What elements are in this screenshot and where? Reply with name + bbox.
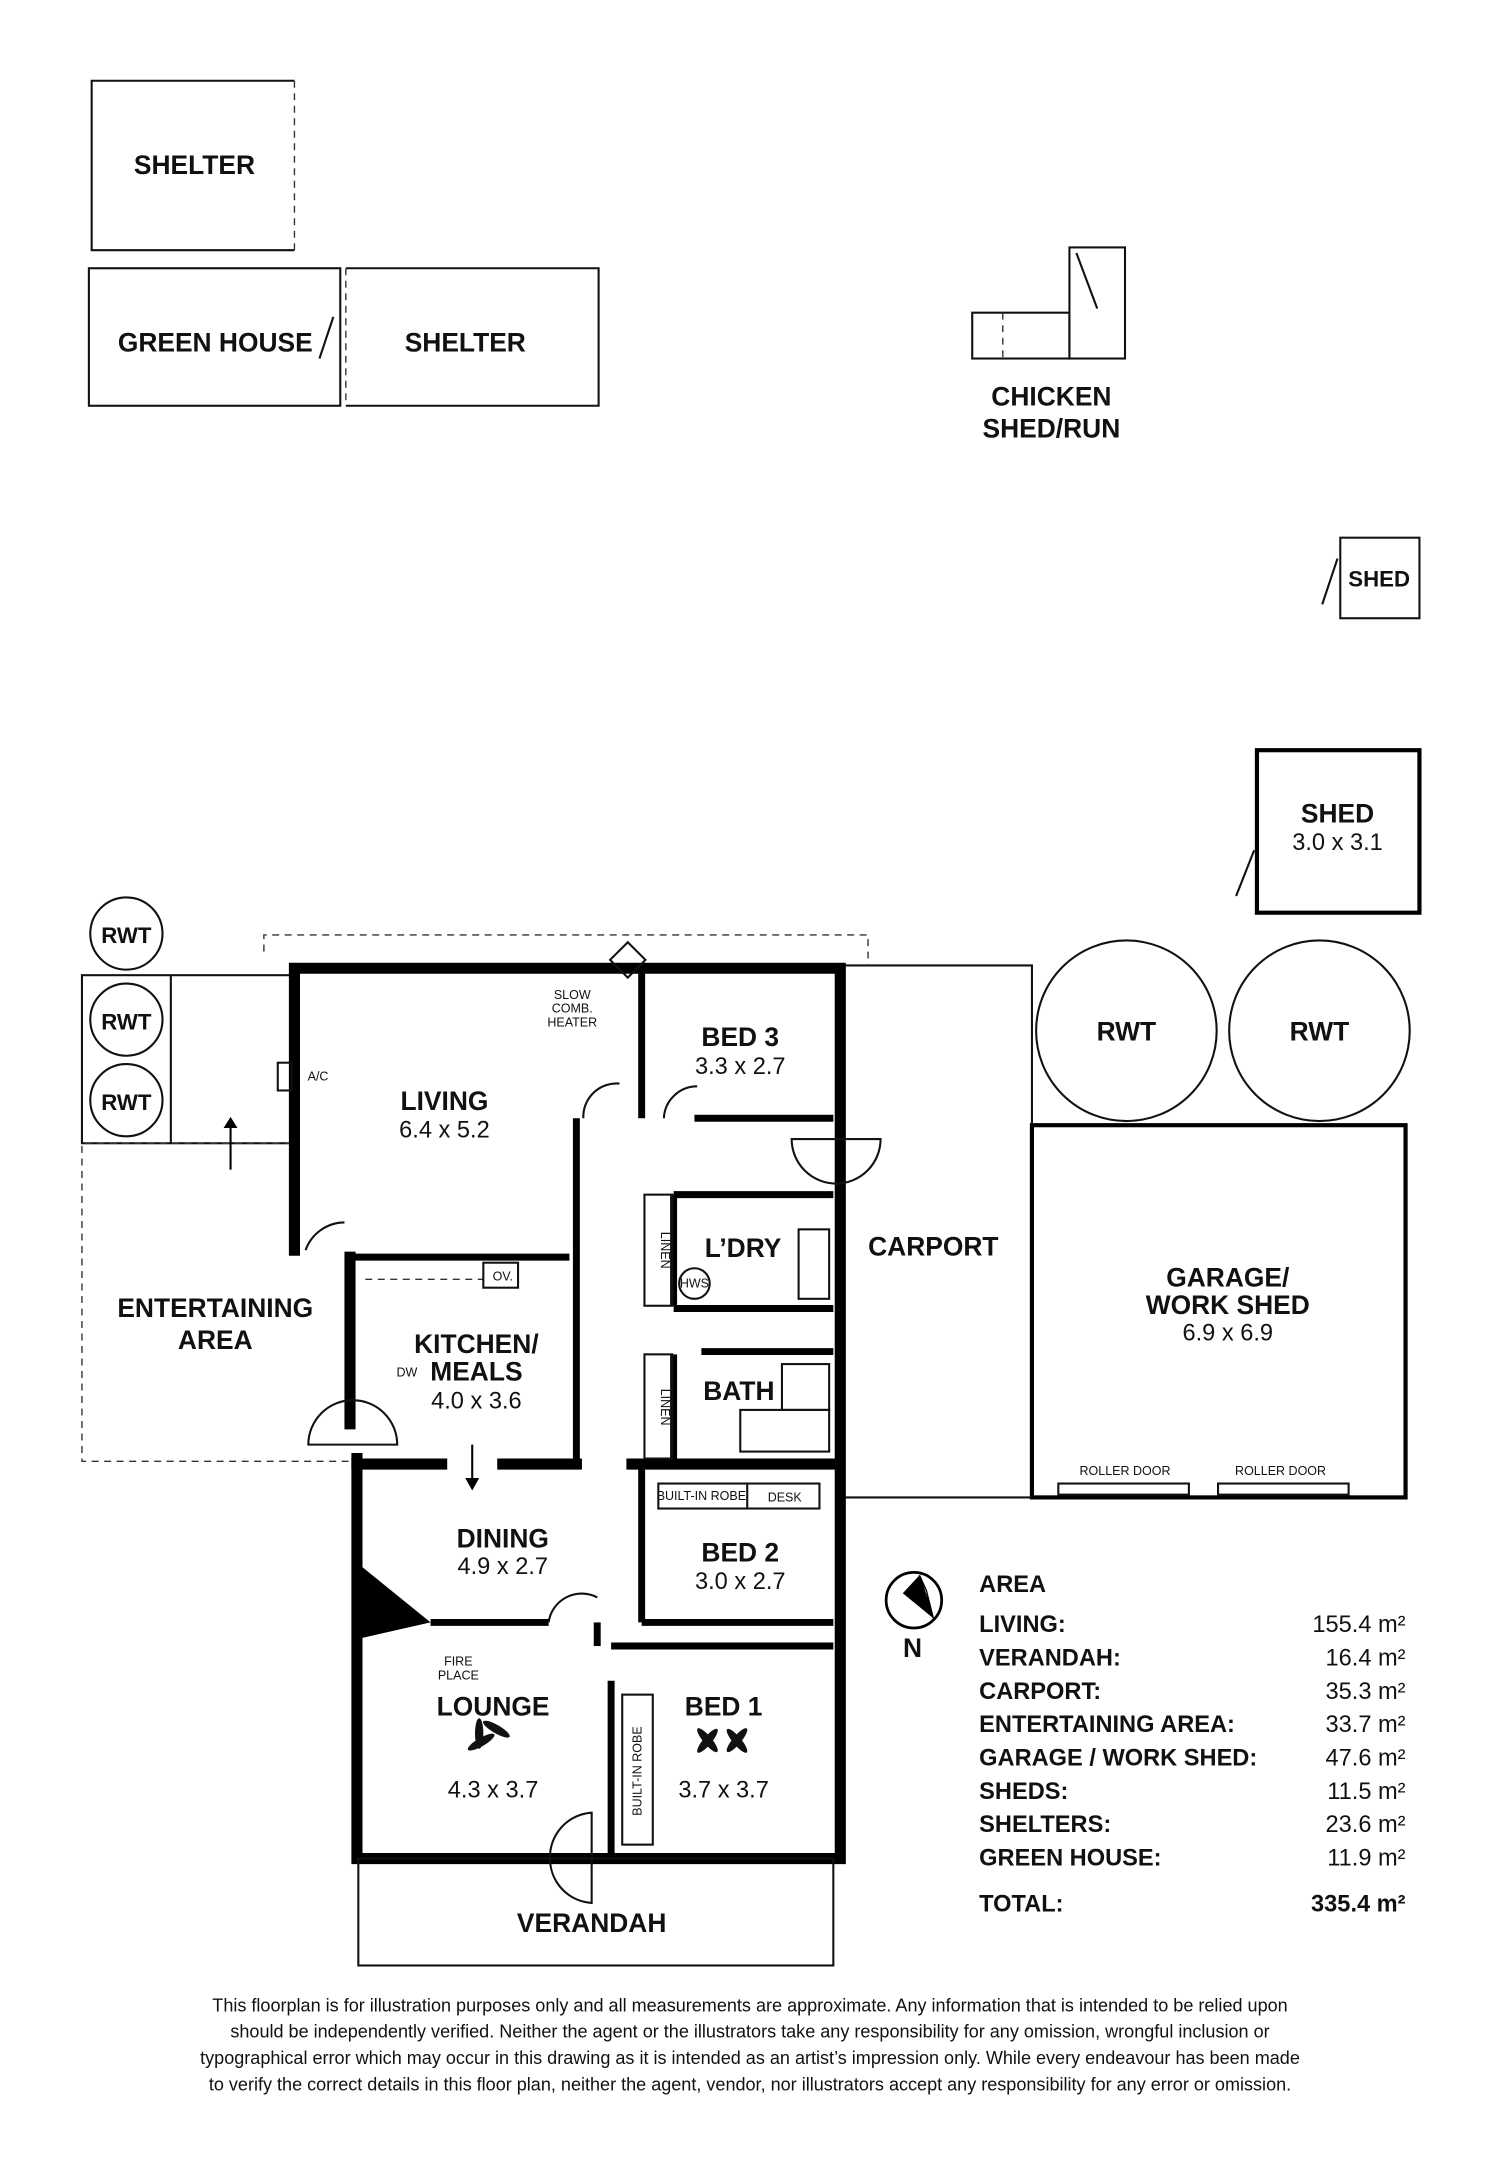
area-row-value: 16.4 m² bbox=[1326, 1645, 1406, 1671]
disclaimer: This floorplan is for illustration purpo… bbox=[200, 1995, 1300, 2094]
disclaimer-line: should be independently verified. Neithe… bbox=[230, 2022, 1269, 2042]
area-row-value: 33.7 m² bbox=[1326, 1712, 1406, 1738]
area-row-label: CARPORT: bbox=[979, 1679, 1101, 1705]
bed2-label: BED 2 bbox=[701, 1537, 779, 1567]
dining-dim: 4.9 x 2.7 bbox=[457, 1554, 548, 1580]
living-label: LIVING bbox=[400, 1086, 488, 1116]
fireplace-label-2: PLACE bbox=[438, 1668, 479, 1682]
area-row-value: 11.9 m² bbox=[1327, 1845, 1405, 1871]
area-row-value: 35.3 m² bbox=[1326, 1679, 1406, 1705]
north-label: N bbox=[903, 1633, 922, 1663]
carport: CARPORT bbox=[843, 964, 1033, 1499]
area-total-label: TOTAL: bbox=[979, 1891, 1063, 1917]
hws-label: HWS bbox=[680, 1277, 709, 1291]
bath-label: BATH bbox=[703, 1376, 774, 1406]
area-row-label: GREEN HOUSE: bbox=[979, 1845, 1161, 1871]
shed-label: SHED bbox=[1348, 566, 1410, 591]
area-row-label: SHELTERS: bbox=[979, 1812, 1111, 1838]
room-labels: LIVING 6.4 x 5.2 SLOW COMB. HEATER A/C B… bbox=[308, 988, 803, 1938]
roller-door-label: ROLLER DOOR bbox=[1235, 1464, 1326, 1478]
rwt-label: RWT bbox=[1290, 1016, 1350, 1046]
heater-label-3: HEATER bbox=[547, 1016, 597, 1030]
green-house: GREEN HOUSE bbox=[87, 267, 342, 407]
chicken-label: CHICKEN bbox=[991, 382, 1111, 412]
ac-label: A/C bbox=[308, 1070, 329, 1084]
robe-label: BUILT-IN ROBE bbox=[631, 1726, 645, 1815]
roller-door-label: ROLLER DOOR bbox=[1080, 1464, 1171, 1478]
bed1-dim: 3.7 x 3.7 bbox=[678, 1777, 769, 1803]
garage-label: GARAGE/ bbox=[1166, 1262, 1290, 1292]
carport-label: CARPORT bbox=[868, 1232, 998, 1262]
small-shed: SHED bbox=[1321, 536, 1421, 620]
dining-label: DINING bbox=[457, 1523, 549, 1553]
bed1-label: BED 1 bbox=[685, 1691, 763, 1721]
house-walls bbox=[276, 940, 882, 1967]
shed-label: SHED bbox=[1301, 798, 1374, 828]
disclaimer-line: This floorplan is for illustration purpo… bbox=[212, 1995, 1287, 2015]
green-house-label: GREEN HOUSE bbox=[118, 328, 313, 358]
ceiling-fan-icon bbox=[697, 1728, 748, 1753]
desk-label: DESK bbox=[768, 1491, 803, 1505]
rwt-label: RWT bbox=[101, 1009, 152, 1034]
area-table: AREA TOTAL: 335.4 m² LIVING: 155.4 m² VERA… bbox=[979, 1572, 1406, 1917]
kitchen-label-2: MEALS bbox=[430, 1357, 522, 1387]
entertaining-area: ENTERTAINING AREA bbox=[80, 934, 869, 1462]
dw-label: DW bbox=[397, 1366, 418, 1380]
lounge-dim: 4.3 x 3.7 bbox=[448, 1777, 539, 1803]
verandah-label: VERANDAH bbox=[517, 1908, 666, 1938]
disclaimer-line: typographical error which may occur in t… bbox=[200, 2048, 1300, 2068]
area-row-value: 11.5 m² bbox=[1327, 1779, 1405, 1805]
bed3-label: BED 3 bbox=[701, 1022, 779, 1052]
linen-label: LINEN bbox=[658, 1389, 672, 1426]
chicken-shed: CHICKEN SHED/RUN bbox=[971, 246, 1127, 444]
laundry-label: L’DRY bbox=[705, 1233, 782, 1263]
shelter-label: SHELTER bbox=[405, 328, 526, 358]
shelter-top: SHELTER bbox=[90, 79, 296, 252]
robe-label: BUILT-IN ROBE bbox=[657, 1489, 746, 1503]
kitchen-dim: 4.0 x 3.6 bbox=[431, 1389, 522, 1415]
area-row-label: LIVING: bbox=[979, 1612, 1066, 1638]
entertaining-label-2: AREA bbox=[178, 1325, 253, 1355]
area-title: AREA bbox=[979, 1572, 1046, 1598]
area-row-label: VERANDAH: bbox=[979, 1645, 1121, 1671]
compass-icon: N bbox=[884, 1571, 944, 1663]
entertaining-label: ENTERTAINING bbox=[117, 1293, 313, 1323]
living-dim: 6.4 x 5.2 bbox=[399, 1118, 490, 1144]
area-total-value: 335.4 m² bbox=[1311, 1891, 1406, 1917]
fireplace-label: FIRE bbox=[444, 1654, 472, 1668]
garage: ROLLER DOOR ROLLER DOOR GARAGE/ WORK SHE… bbox=[1029, 1123, 1408, 1500]
area-row-label: ENTERTAINING AREA: bbox=[979, 1712, 1235, 1738]
linen-label: LINEN bbox=[658, 1232, 672, 1269]
heater-label-2: COMB. bbox=[552, 1002, 593, 1016]
area-row-value: 155.4 m² bbox=[1312, 1612, 1405, 1638]
rwt-label: RWT bbox=[101, 1090, 152, 1115]
oven-label: OV. bbox=[493, 1270, 513, 1284]
rwt-label: RWT bbox=[1097, 1016, 1157, 1046]
area-row-label: SHEDS: bbox=[979, 1779, 1068, 1805]
chicken-label-2: SHED/RUN bbox=[983, 414, 1121, 444]
lounge-label: LOUNGE bbox=[437, 1691, 550, 1721]
rwt-label: RWT bbox=[101, 923, 152, 948]
area-row-value: 23.6 m² bbox=[1326, 1812, 1406, 1838]
shed-dim: 3.0 x 3.1 bbox=[1292, 830, 1383, 856]
garage-label-2: WORK SHED bbox=[1146, 1290, 1310, 1320]
kitchen-label: KITCHEN/ bbox=[414, 1329, 539, 1359]
shed-3x3: SHED 3.0 x 3.1 bbox=[1235, 748, 1422, 915]
ceiling-fan-icon bbox=[467, 1718, 510, 1751]
shelter-right: SHELTER bbox=[345, 267, 600, 407]
shelter-label: SHELTER bbox=[134, 150, 255, 180]
heater-label: SLOW bbox=[554, 988, 591, 1002]
bed2-dim: 3.0 x 2.7 bbox=[695, 1569, 786, 1595]
garage-dim: 6.9 x 6.9 bbox=[1182, 1320, 1273, 1346]
bed3-dim: 3.3 x 2.7 bbox=[695, 1054, 786, 1080]
area-row-value: 47.6 m² bbox=[1326, 1745, 1406, 1771]
area-row-label: GARAGE / WORK SHED: bbox=[979, 1745, 1257, 1771]
disclaimer-line: to verify the correct details in this fl… bbox=[209, 2074, 1291, 2094]
rwt-tanks: RWT RWT RWT RWT RWT bbox=[89, 896, 1411, 1138]
